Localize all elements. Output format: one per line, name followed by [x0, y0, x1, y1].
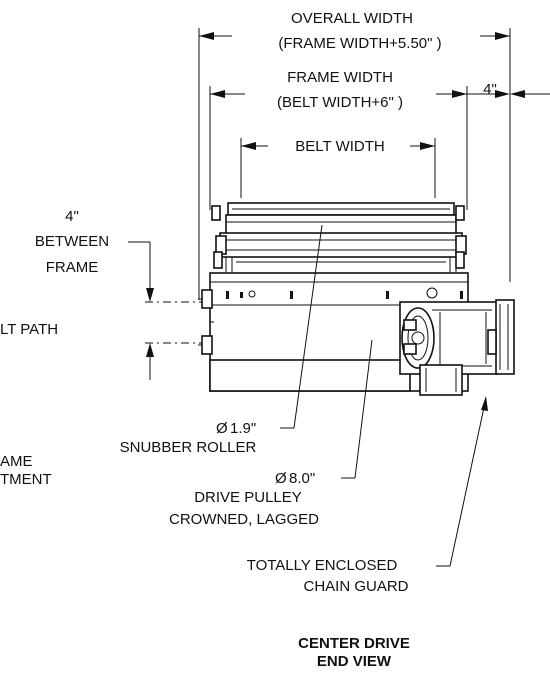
frame-width-dimension: FRAME WIDTH (BELT WIDTH+6" ) [209, 69, 468, 210]
crowned-lagged-label: CROWNED, LAGGED [169, 511, 319, 528]
frame-width-formula: (BELT WIDTH+6" ) [277, 94, 403, 111]
snubber-roller-label: SNUBBER ROLLER [120, 439, 257, 456]
four-inch-right-label: 4" [483, 81, 497, 98]
snubber-diameter-value: 1.9" [230, 420, 256, 437]
four-inch-between-frame-dimension: 4" BETWEEN FRAME LT PATH [0, 208, 230, 380]
between-label: BETWEEN [35, 233, 109, 250]
snubber-diameter-symbol: Ø [216, 420, 228, 437]
overall-width-dimension: OVERALL WIDTH (FRAME WIDTH+5.50" ) [198, 10, 511, 300]
four-inch-right-dimension: 4" [467, 81, 550, 98]
frame-width-label: FRAME WIDTH [287, 69, 393, 86]
chain-guard-label: CHAIN GUARD [303, 578, 408, 595]
chain-guard-callout: TOTALLY ENCLOSED CHAIN GUARD [247, 396, 488, 595]
conveyor-end-view [198, 202, 515, 396]
drive-pulley-callout: Ø 8.0" DRIVE PULLEY CROWNED, LAGGED [169, 339, 373, 528]
overall-width-label: OVERALL WIDTH [291, 10, 413, 27]
frame-partial-label: AME [0, 453, 33, 470]
adjustment-partial-label: TMENT [0, 471, 52, 488]
view-title: CENTER DRIVE END VIEW [298, 635, 410, 670]
frame-label: FRAME [46, 259, 99, 276]
drive-diameter-symbol: Ø [275, 470, 287, 487]
four-inch-left-label: 4" [65, 208, 79, 225]
motor-gear-reducer [399, 299, 515, 396]
snubber-roller-callout: Ø 1.9" SNUBBER ROLLER [120, 224, 323, 456]
belt-width-dimension: BELT WIDTH [240, 138, 436, 198]
drive-diameter-value: 8.0" [289, 470, 315, 487]
totally-enclosed-label: TOTALLY ENCLOSED [247, 557, 398, 574]
belt-width-label: BELT WIDTH [295, 138, 384, 155]
overall-width-formula: (FRAME WIDTH+5.50" ) [278, 35, 441, 52]
title-end-view: END VIEW [317, 653, 392, 670]
drive-pulley-label: DRIVE PULLEY [194, 489, 302, 506]
belt-path-partial-label: LT PATH [0, 321, 58, 338]
title-center-drive: CENTER DRIVE [298, 635, 410, 652]
